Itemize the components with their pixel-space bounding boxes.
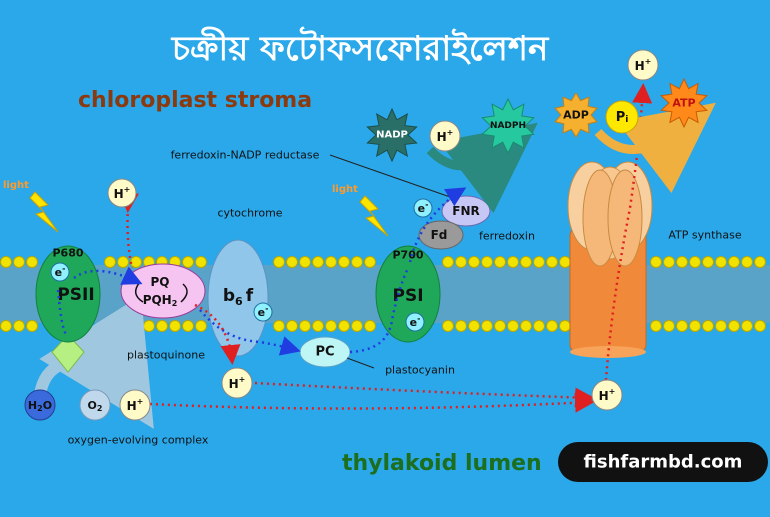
cyt-b: b: [223, 286, 235, 306]
electron-circle: e-: [405, 312, 425, 332]
svg-text:b6f: b6f: [223, 286, 254, 308]
p680-label: P680: [52, 247, 83, 260]
nadph-label: NADPH: [490, 121, 526, 131]
pi-label: P: [616, 110, 626, 125]
stroma-label: chloroplast stroma: [78, 88, 312, 113]
nadp-star: NADP: [366, 107, 418, 163]
electron-circle: e-: [253, 302, 273, 322]
adp-label: ADP: [563, 109, 589, 122]
svg-text:e-: e-: [418, 200, 429, 215]
p700-label: P700: [392, 249, 423, 262]
svg-text:H+: H+: [599, 387, 616, 404]
electron-circle: e-: [413, 198, 433, 218]
pc-label: PC: [315, 345, 334, 360]
svg-text:H2O: H2O: [28, 399, 52, 413]
atp-synthase-label: ATP synthase: [668, 229, 741, 242]
proton-circle: H+: [221, 367, 253, 399]
plastoquinone-label: plastoquinone: [127, 349, 205, 362]
fd-label: Fd: [431, 228, 448, 242]
pq-bottom-sub: 2: [172, 299, 178, 308]
water-splitting-arrow: [34, 295, 154, 429]
svg-text:PQH2: PQH2: [143, 293, 178, 308]
light-psi: light: [332, 184, 389, 237]
oxygen-evolving-complex-shape: [51, 334, 85, 373]
pq-bottom-label: PQH: [143, 293, 172, 307]
psi-label: PSI: [392, 286, 423, 306]
light-psii: light: [3, 180, 59, 233]
light-psii-label: light: [3, 180, 29, 191]
phosphate-circle: Pi: [605, 100, 639, 134]
photosystem-ii: P680 PSII: [35, 245, 101, 343]
svg-text:H+: H+: [635, 57, 652, 74]
svg-text:e-: e-: [55, 264, 66, 279]
fnr-full-label: ferredoxin-NADP reductase: [171, 149, 320, 162]
svg-text:H+: H+: [437, 128, 454, 145]
svg-text:H+: H+: [114, 185, 131, 202]
plastocyanin-label: plastocyanin: [385, 364, 455, 377]
cyt-b-sub: 6: [235, 295, 243, 308]
oec-label: oxygen-evolving complex: [68, 434, 209, 447]
proton-circle: H+: [107, 178, 137, 208]
water-molecule: H2O: [24, 389, 56, 421]
watermark-pill[interactable]: fishfarmbd.com: [558, 442, 768, 482]
light-psi-label: light: [332, 184, 358, 195]
cyt-f: f: [246, 286, 254, 306]
proton-circle: H+: [627, 49, 659, 81]
atp-star: ATP: [660, 77, 708, 129]
lumen-label: thylakoid lumen: [342, 451, 542, 476]
svg-text:e-: e-: [410, 314, 421, 329]
electron-circle: e-: [50, 262, 70, 282]
proton-circle: H+: [119, 389, 151, 421]
proton-path: [118, 83, 653, 413]
atp-label: ATP: [672, 97, 695, 110]
diagram-title: চক্রীয় ফটোফসফোরাইলেশন: [171, 26, 550, 69]
oxygen-molecule: O2: [79, 389, 111, 421]
nadp-reduction-arrow: [426, 122, 538, 214]
proton-circle: H+: [429, 120, 461, 152]
svg-text:H+: H+: [229, 375, 246, 392]
pq-top-label: PQ: [151, 275, 170, 289]
svg-text:H+: H+: [127, 397, 144, 414]
adp-star: ADP: [554, 92, 598, 138]
ferredoxin-fnr: FNR Fd ferredoxin ferredoxin-NADP reduct…: [171, 149, 535, 250]
plastocyanin: PC plastocyanin: [299, 336, 455, 377]
ferredoxin-label: ferredoxin: [479, 230, 535, 243]
svg-text:O2: O2: [88, 399, 103, 413]
photosystem-i: P700 PSI: [375, 245, 441, 343]
nadph-star: NADPH: [481, 97, 535, 155]
electron-path: [56, 187, 467, 356]
cytochrome-label: cytochrome: [217, 207, 282, 220]
psii-label: PSII: [57, 285, 94, 305]
fnr-label: FNR: [452, 204, 479, 218]
atp-formation-arrow: [594, 102, 716, 194]
watermark-text: fishfarmbd.com: [584, 452, 743, 473]
nadp-label: NADP: [376, 130, 408, 141]
svg-text:Pi: Pi: [616, 110, 629, 126]
svg-text:e-: e-: [258, 304, 269, 319]
proton-circle: H+: [591, 379, 623, 411]
pi-sub: i: [625, 115, 628, 125]
